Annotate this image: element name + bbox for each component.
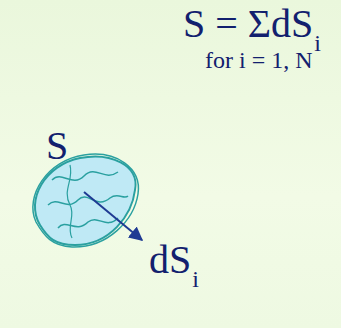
surface-wrinkle [58, 218, 118, 228]
surface-label: S [46, 126, 68, 166]
surface-wrinkle [67, 165, 72, 238]
element-arrow [84, 192, 142, 240]
element-label: dS [149, 240, 191, 280]
surface-blob [35, 157, 136, 245]
surface-outline [33, 154, 139, 247]
subscript: i [314, 31, 321, 55]
index-range: for i = 1, N [205, 48, 313, 72]
surface-wrinkle [52, 172, 118, 181]
subscript: i [192, 267, 199, 291]
surface-wrinkle [48, 196, 128, 205]
sum-formula: S = ΣdS [183, 4, 313, 44]
